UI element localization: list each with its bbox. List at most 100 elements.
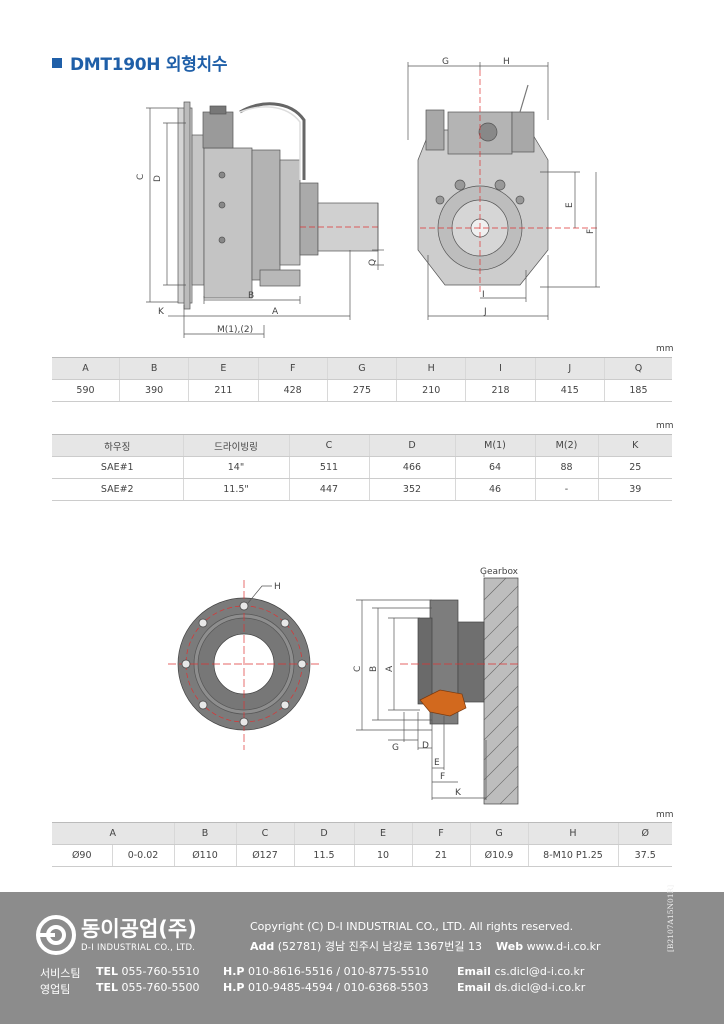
service-email-value[interactable]: cs.dicl@d-i.co.kr <box>494 965 585 978</box>
table-cell: 275 <box>326 379 397 402</box>
table-header: M(1) <box>454 434 535 457</box>
document-number: [B2107A15N01R] <box>666 884 675 952</box>
gearbox-dimension-drawing: C D Q B A K M(1),(2) <box>136 57 600 338</box>
table-cell: 185 <box>603 379 672 402</box>
table-cell: 352 <box>368 478 455 501</box>
table-header: C <box>235 822 294 845</box>
coupling-label-b: B <box>369 666 379 672</box>
tel-label: TEL <box>96 981 119 994</box>
table-header: 드라이빙링 <box>182 434 289 457</box>
company-footer: 동이공업(주) D-I INDUSTRIAL CO., LTD. Copyrig… <box>0 885 724 1024</box>
sales-tel-value: 055-760-5500 <box>121 981 200 994</box>
table-cell: 21 <box>411 844 470 867</box>
table-header: B <box>118 357 189 380</box>
table-cell: 210 <box>396 379 466 402</box>
dim-label-k: K <box>158 307 165 317</box>
table-cell: 10 <box>353 844 412 867</box>
dim-label-a: A <box>272 307 279 317</box>
dim-label-m: M(1),(2) <box>217 325 253 335</box>
table-header-row: A B C D E F G H Ø <box>52 822 672 845</box>
email-label: Email <box>457 965 491 978</box>
table-cell: 8-M10 P1.25 <box>527 844 618 867</box>
table-cell: SAE#2 <box>52 478 183 501</box>
coupling-label-k: K <box>455 788 462 798</box>
table-header: M(2) <box>534 434 598 457</box>
front-view-dimensions <box>407 62 600 320</box>
table-cell: 211 <box>188 379 259 402</box>
table3-unit: mm <box>656 810 674 820</box>
copyright-text: Copyright (C) D-I INDUSTRIAL CO., LTD. A… <box>250 920 574 933</box>
coupling-label-a: A <box>385 665 395 672</box>
page-title: DMT190H 외형치수 <box>52 50 228 75</box>
service-hp: H.P 010-8616-5516 / 010-8775-5510 <box>223 965 429 978</box>
coupling-section-view <box>400 577 520 805</box>
coupling-label-f: F <box>440 772 445 782</box>
table-cell: Ø110 <box>173 844 236 867</box>
table-cell: 11.5 <box>293 844 354 867</box>
table-header: F <box>257 357 328 380</box>
table-header: J <box>534 357 605 380</box>
tel-label: TEL <box>96 965 119 978</box>
table-cell: 447 <box>288 478 369 501</box>
table-row: Ø90 0-0.02 Ø110 Ø127 11.5 10 21 Ø10.9 8-… <box>52 844 672 867</box>
table-cell: 466 <box>368 456 455 479</box>
dim-label-q: Q <box>368 259 378 266</box>
table-header: G <box>469 822 528 845</box>
flange-label-h: H <box>274 582 281 592</box>
table-cell: 0-0.02 <box>111 844 174 867</box>
service-tel-value: 055-760-5510 <box>121 965 200 978</box>
table-cell: 511 <box>288 456 369 479</box>
table-cell: 428 <box>257 379 328 402</box>
table-cell: 25 <box>597 456 672 479</box>
table-cell: 390 <box>118 379 189 402</box>
table-header: E <box>353 822 412 845</box>
coupling-section-dimensions <box>356 574 487 800</box>
coupling-dimension-drawing: H Gearbox C B A G D E F K <box>168 567 520 805</box>
side-view-dimensions <box>146 107 384 338</box>
gearbox-label: Gearbox <box>480 567 519 577</box>
sales-tel: TEL 055-760-5500 <box>96 981 199 994</box>
table-header: Ø <box>617 822 672 845</box>
coupling-label-g: G <box>392 743 399 753</box>
flange-front-view <box>168 580 322 750</box>
table-header: D <box>293 822 354 845</box>
dim-label-d: D <box>153 175 163 182</box>
table-header: D <box>368 434 455 457</box>
coupling-dimension-table: A B C D E F G H Ø Ø90 0-0.02 Ø110 Ø127 1… <box>52 822 672 867</box>
table-cell: 88 <box>534 456 598 479</box>
table-row: SAE#2 11.5" 447 352 46 - 39 <box>52 478 672 501</box>
dim-label-i: I <box>482 290 485 300</box>
web-link[interactable]: www.d-i.co.kr <box>526 940 601 953</box>
company-logo: 동이공업(주) D-I INDUSTRIAL CO., LTD. <box>35 914 197 956</box>
logo-korean-name: 동이공업(주) <box>81 916 197 941</box>
hp-label: H.P <box>223 965 245 978</box>
table-row: SAE#1 14" 511 466 64 88 25 <box>52 456 672 479</box>
page-title-text: DMT190H 외형치수 <box>70 55 228 75</box>
sales-email-value[interactable]: ds.dicl@d-i.co.kr <box>494 981 586 994</box>
coupling-label-c: C <box>353 666 363 672</box>
dim-label-b: B <box>248 291 254 301</box>
table-cell: Ø127 <box>235 844 294 867</box>
email-label: Email <box>457 981 491 994</box>
sales-team-label: 영업팀 <box>40 983 71 996</box>
table-cell: Ø90 <box>52 844 112 867</box>
web-label: Web <box>496 940 524 953</box>
hp-label: H.P <box>223 981 245 994</box>
dim-label-h: H <box>503 57 510 67</box>
dim-label-j: J <box>483 307 487 317</box>
table-cell: 14" <box>182 456 289 479</box>
table-cell: 37.5 <box>617 844 672 867</box>
coupling-label-e: E <box>434 758 440 768</box>
table-header: H <box>527 822 618 845</box>
table-header: G <box>326 357 397 380</box>
table-header: F <box>411 822 470 845</box>
table1-unit: mm <box>656 344 674 354</box>
dim-label-c: C <box>136 174 146 180</box>
address-value: (52781) 경남 진주시 남강로 1367번길 13 <box>277 940 483 953</box>
table-header-row: A B E F G H I J Q <box>52 357 672 380</box>
table-header-row: 하우징 드라이빙링 C D M(1) M(2) K <box>52 434 672 457</box>
table-cell: 11.5" <box>182 478 289 501</box>
table-cell: 46 <box>454 478 535 501</box>
table-cell: - <box>534 478 598 501</box>
company-logo-icon <box>36 915 76 955</box>
